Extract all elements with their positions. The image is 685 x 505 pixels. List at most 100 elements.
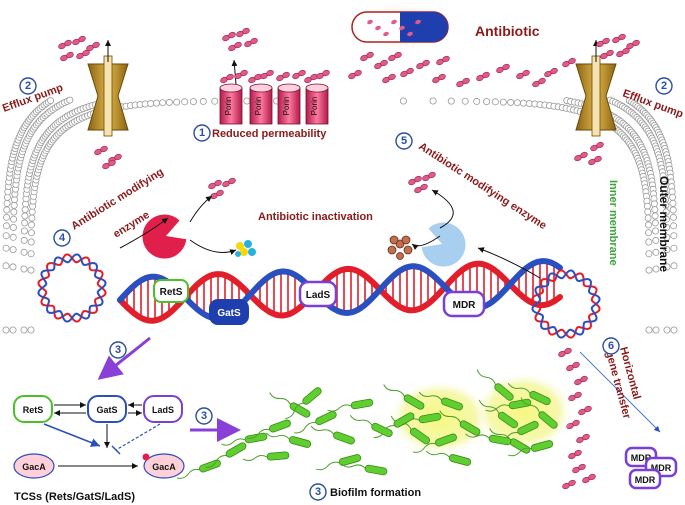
membrane-bead [152,99,160,107]
bacterium-flagellum [349,414,373,426]
bacterium-body [409,427,431,445]
antibiotic-molecule [391,19,397,25]
antibiotic-molecule [574,449,582,457]
antibiotic-molecule [216,189,224,197]
bacterium-flagellum [176,468,200,479]
antibiotic-molecule [214,179,222,187]
mdr-plasmid-cluster: MDR MDR MDR [624,446,678,490]
svg-text:3: 3 [315,486,321,498]
porin-top [219,83,243,93]
bacterium-icon [383,384,425,410]
membrane-bead [2,262,10,270]
antibiotic-molecule [572,419,580,427]
membrane-bead [3,213,11,221]
membrane-bead [669,199,677,207]
antibiotic-molecules [58,19,640,490]
antibiotic-molecule [632,39,640,47]
membrane-bead [669,206,677,214]
membrane-bead [663,326,671,334]
membrane-bead [20,265,28,273]
arrow-dna-to-tcs [97,336,151,380]
antibiotic-molecule [564,347,572,355]
membrane-bead [211,97,219,105]
membrane-bead [663,246,671,254]
arrow-plasmid-to-enzyme-left [119,217,169,249]
tcs-node-gats: GatS [96,405,117,415]
bacterium-flagellum [265,432,290,440]
number-badge-permeability: 1 [193,124,211,142]
membrane-bead [499,98,507,106]
antibiotic-molecule [594,155,602,163]
number-badge-enzyme-right: 5 [395,132,413,150]
bacterium-body [393,412,415,428]
membrane-bead [27,250,35,258]
membrane-bead [663,223,671,231]
membrane-bead [670,222,678,230]
antibiotic-inactivation-label: Antibiotic inactivation [258,211,373,223]
membrane-bead [670,326,678,334]
antibiotic-molecule [228,177,236,185]
antibiotic-molecule [66,51,74,59]
mdr-plasmid-2: MDR [651,463,672,473]
antibiotic-molecule [622,47,630,55]
tcs-node-lads: LadS [152,405,174,415]
inner-membrane-label: Inner membrane [607,180,619,266]
membrane-bead [429,97,437,105]
bacterium-flagellum [294,421,317,434]
antibiotic-molecule [114,153,122,161]
dna-tag-gats: GatS [209,299,249,325]
membrane-bead [652,248,660,256]
membrane-bead [652,227,660,235]
porin-top [277,83,301,93]
membrane-bead [461,97,469,105]
antibiotic-molecule [580,375,588,383]
bacterium-flagellum [242,454,268,462]
antibiotic-molecule [322,69,330,77]
bacterium-body [403,394,425,410]
bacterium-body [448,454,472,466]
bacterium-body [244,432,268,444]
membrane-bead [165,98,173,106]
antibiotic-molecule [582,433,590,441]
plasmid-icon-right-blue [531,269,601,339]
porin-arrow [231,59,238,85]
bacterium-flagellum [508,447,532,457]
bacterium-body [364,464,388,476]
antibiotic-molecule [383,31,389,37]
bacterium-flagellum [383,384,405,397]
membrane-bead [473,97,481,105]
dna-tag-lads-label: LadS [306,290,331,301]
antibiotic-molecule [414,175,422,183]
bacterium-body [538,411,558,429]
membrane-bead [21,219,29,227]
bacterium-body [288,436,312,448]
membrane-bead [662,201,670,209]
number-badge-efflux-left: 2 [19,77,37,95]
membrane-bead [66,96,74,104]
bacterium-body [338,454,362,466]
membrane-bead [520,99,528,107]
antibiotic-molecule [596,141,604,149]
membrane-bead [652,326,660,334]
bacterium-body [517,420,539,436]
membrane-bead [399,97,407,105]
dna-tag-lads: LadS [298,280,338,308]
membrane-bead [2,232,10,240]
antibiotic-label: Antibiotic [475,23,540,39]
membrane-bead [644,214,652,222]
bacterium-icon [327,398,374,412]
membrane-bead [670,232,678,240]
antibiotic-molecule [422,59,430,67]
bacterium-icon [412,433,457,453]
antibiotic-molecule [415,19,421,25]
inactivated-antibiotic-icon [235,240,256,257]
membrane-bead [28,214,36,222]
antibiotic-molecule [226,73,234,81]
membrane-bead [669,213,677,221]
membrane-bead [2,222,10,230]
membrane-bead [645,326,653,334]
antibiotic-molecule [578,463,586,471]
antibiotic-molecule [282,71,290,79]
